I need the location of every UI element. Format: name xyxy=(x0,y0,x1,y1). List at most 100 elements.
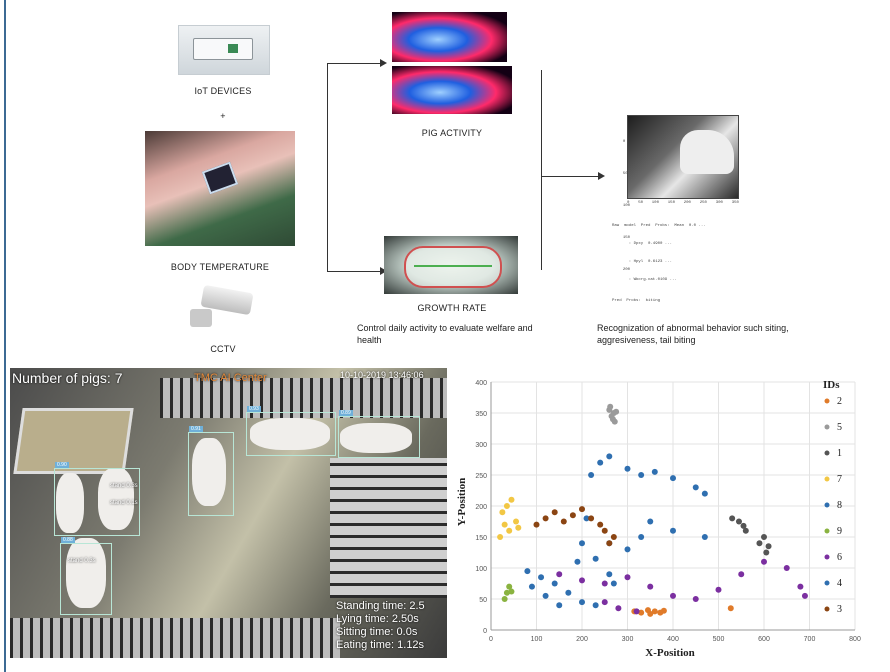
data-point xyxy=(551,509,558,516)
y-tick-label: 250 xyxy=(475,473,487,480)
data-point xyxy=(501,521,508,528)
x-tick-label: 300 xyxy=(622,636,634,643)
data-point xyxy=(647,518,654,525)
data-point xyxy=(670,475,676,482)
data-point xyxy=(503,589,510,596)
data-point xyxy=(551,580,558,587)
x-tick-label: 600 xyxy=(758,636,770,643)
data-point xyxy=(592,602,599,609)
data-point xyxy=(579,540,585,547)
code-line: : Hpyl 0.6123 ... xyxy=(612,260,673,264)
growth-rate-image xyxy=(384,236,518,294)
data-point xyxy=(761,534,767,540)
data-point xyxy=(556,571,563,578)
mini-x-tick: 300 xyxy=(715,201,723,205)
data-point xyxy=(513,518,520,525)
data-point xyxy=(574,558,581,565)
pig-count-value: 7 xyxy=(114,370,123,386)
detection-score: 0.93 xyxy=(247,406,261,412)
data-point xyxy=(613,408,620,415)
y-tick-label: 200 xyxy=(475,504,487,511)
data-point xyxy=(638,472,645,478)
legend-marker xyxy=(824,580,830,586)
y-tick-label: 100 xyxy=(475,566,487,573)
cctv-camera-image xyxy=(188,284,258,330)
pig xyxy=(98,468,134,530)
legend-marker xyxy=(824,502,830,508)
mini-x-ticks: 0 50 100 150 200 250 300 350 xyxy=(627,200,739,206)
data-point xyxy=(647,610,654,617)
data-point xyxy=(606,453,613,460)
pig xyxy=(250,418,330,450)
legend-label: 2 xyxy=(837,396,842,407)
data-point xyxy=(638,609,645,616)
legend-marker xyxy=(824,450,830,456)
data-point xyxy=(601,599,608,606)
pig xyxy=(192,438,226,506)
connector-top xyxy=(327,63,382,64)
body-temperature-photo xyxy=(145,131,295,246)
legend-marker xyxy=(824,398,830,404)
data-point xyxy=(611,418,618,425)
data-point xyxy=(715,586,722,593)
data-point xyxy=(542,592,549,599)
data-point xyxy=(506,583,513,590)
x-tick-label: 200 xyxy=(576,636,588,643)
data-point xyxy=(503,503,510,509)
detection-score: 0.89 xyxy=(339,410,353,416)
data-point xyxy=(569,512,576,519)
data-point xyxy=(583,515,590,522)
pig-activity-heatmap-1 xyxy=(392,12,507,62)
data-point xyxy=(633,608,640,615)
arrow-right xyxy=(598,172,605,180)
data-point xyxy=(738,571,745,578)
data-point xyxy=(497,534,504,540)
data-point xyxy=(727,605,734,612)
data-point xyxy=(647,583,654,590)
data-point xyxy=(579,506,585,513)
detection-box: 0.90 xyxy=(54,462,140,536)
data-point xyxy=(506,527,513,534)
y-tick-label: 150 xyxy=(475,535,487,542)
data-point xyxy=(528,583,535,590)
plot-grid xyxy=(490,381,856,631)
data-point xyxy=(499,509,506,516)
data-point xyxy=(692,596,699,602)
body-temperature-label: BODY TEMPERATURE xyxy=(170,262,270,272)
legend-marker xyxy=(824,554,830,560)
data-point xyxy=(538,574,545,581)
arrow-bottom xyxy=(380,267,387,275)
connector-right-vertical xyxy=(541,70,542,270)
time-stats-panel: Standing time: 2.5 Lying time: 2.50s Sit… xyxy=(336,600,444,652)
code-line: : Wbcrg.cat.0109 ... xyxy=(612,278,677,282)
data-point xyxy=(556,602,563,609)
mini-x-tick: 100 xyxy=(651,201,659,205)
data-point xyxy=(701,534,708,540)
data-point xyxy=(765,543,772,550)
y-axis-label: Y-Position xyxy=(456,478,468,527)
data-point xyxy=(508,496,515,503)
mini-x-tick: 50 xyxy=(638,201,643,205)
legend-title: IDs xyxy=(823,379,840,391)
abnormal-behavior-image xyxy=(627,115,739,199)
legend-label: 4 xyxy=(837,578,842,589)
left-divider xyxy=(4,0,6,672)
legend-label: 1 xyxy=(837,448,842,459)
data-point xyxy=(588,515,595,522)
mini-y-tick: 150 xyxy=(622,236,631,240)
video-timestamp: 10-10-2019 13:46:06 xyxy=(340,370,424,380)
legend-label: 8 xyxy=(837,500,842,511)
detection-box: 0.93 xyxy=(246,406,336,456)
mini-y-tick: 100 xyxy=(622,204,631,208)
data-point xyxy=(624,465,631,472)
data-point xyxy=(740,522,747,529)
center-label: TMC AI Center xyxy=(194,372,267,384)
data-point xyxy=(801,592,808,599)
y-tick-label: 300 xyxy=(475,442,487,449)
connector-bottom xyxy=(327,271,382,272)
data-point xyxy=(670,527,676,534)
code-line: Raw model Pred Probs: Mean 0.0 ... xyxy=(612,224,706,228)
y-tick-label: 350 xyxy=(475,411,487,418)
data-point xyxy=(588,472,595,478)
